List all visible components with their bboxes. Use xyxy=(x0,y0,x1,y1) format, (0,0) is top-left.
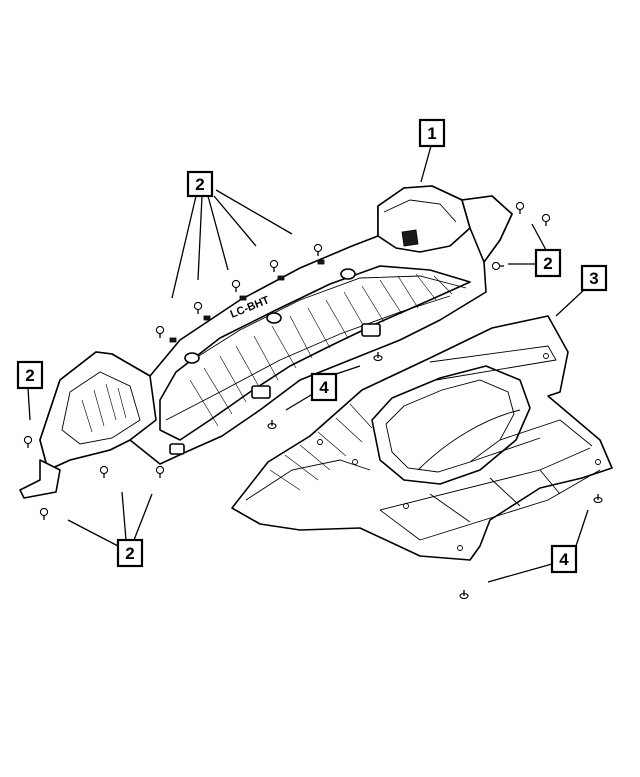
callout-1: 1 xyxy=(418,118,446,148)
fastener-icon xyxy=(23,435,33,448)
underbody-side-shield: LC-BHT xyxy=(19,185,513,499)
mounting-studs xyxy=(267,352,603,600)
fastener-icon xyxy=(155,325,165,338)
svg-text:4: 4 xyxy=(559,550,569,569)
svg-text:2: 2 xyxy=(25,366,34,385)
push-pin-fasteners xyxy=(23,201,551,520)
fastener-icon xyxy=(269,259,279,272)
fastener-icon xyxy=(541,213,551,226)
callout-4-bottom: 4 xyxy=(550,544,578,574)
stud-icon xyxy=(267,420,277,430)
stud-icon xyxy=(459,590,469,600)
callout-2-top: 2 xyxy=(186,170,214,198)
rear-underbody-shield xyxy=(231,315,613,561)
fastener-icon xyxy=(155,465,165,478)
fastener-icon xyxy=(491,261,504,271)
callout-4-middle: 4 xyxy=(310,372,338,402)
fastener-icon xyxy=(193,301,203,314)
leader-lines xyxy=(27,145,589,583)
fastener-icon xyxy=(231,279,241,292)
callout-2-right: 2 xyxy=(534,248,562,278)
stud-icon xyxy=(593,494,603,504)
svg-text:2: 2 xyxy=(125,544,134,563)
svg-text:1: 1 xyxy=(427,124,436,143)
callout-2-bottom: 2 xyxy=(116,538,144,568)
stud-icon xyxy=(373,352,383,362)
svg-text:3: 3 xyxy=(589,269,598,288)
svg-text:2: 2 xyxy=(195,175,204,194)
fastener-icon xyxy=(515,201,525,214)
fastener-icon xyxy=(39,507,49,520)
svg-text:4: 4 xyxy=(319,378,329,397)
svg-text:2: 2 xyxy=(543,254,552,273)
fastener-icon xyxy=(313,243,323,256)
callout-2-left: 2 xyxy=(16,360,44,390)
callout-3: 3 xyxy=(580,264,608,292)
fastener-icon xyxy=(99,465,109,478)
